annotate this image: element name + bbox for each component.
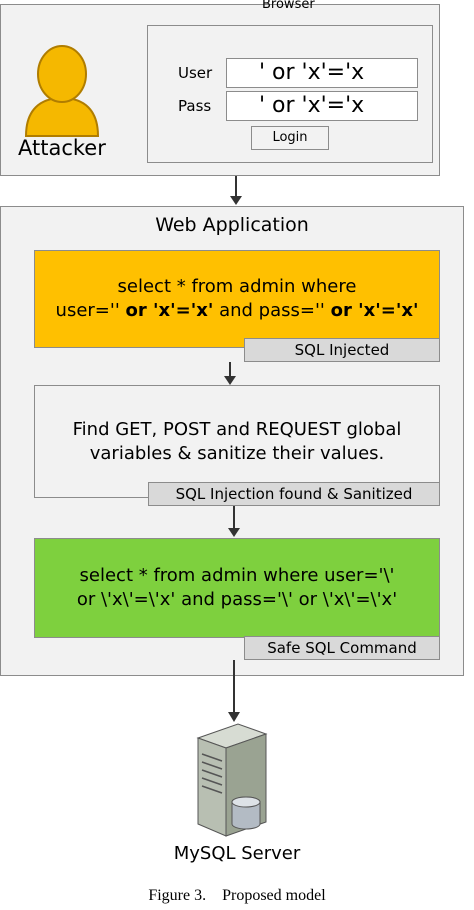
- sanitize-line2: variables & sanitize their values.: [89, 442, 385, 464]
- sanitize-box: Find GET, POST and REQUEST global variab…: [34, 385, 440, 498]
- user-field[interactable]: ' or 'x'='x: [226, 58, 418, 88]
- database-server-icon: [196, 723, 268, 837]
- sanitize-line1: Find GET, POST and REQUEST global: [72, 418, 402, 440]
- user-label: User: [178, 64, 213, 82]
- sql-injection-found-tag: SQL Injection found & Sanitized: [148, 482, 440, 506]
- browser-title: Browser: [262, 0, 315, 12]
- pass-field[interactable]: ' or 'x'='x: [226, 91, 418, 121]
- attacker-icon: [24, 45, 100, 137]
- safe-query-line1: select * from admin where user='\': [79, 565, 395, 586]
- attacker-label: Attacker: [18, 136, 106, 160]
- arrow-to-sanitize: [224, 362, 236, 385]
- safe-query-box: select * from admin where user='\' or \'…: [34, 538, 440, 638]
- arrow-to-server: [228, 660, 240, 722]
- injected-query-line2: user='' or 'x'='x' and pass='' or 'x'='x…: [55, 300, 419, 321]
- login-button[interactable]: Login: [251, 126, 329, 150]
- server-label: MySQL Server: [173, 843, 301, 864]
- injected-query-line1: select * from admin where: [117, 276, 357, 297]
- injected-query-box: select * from admin where user='' or 'x'…: [34, 250, 440, 348]
- sql-injected-tag: SQL Injected: [244, 338, 440, 362]
- web-application-title: Web Application: [155, 214, 309, 236]
- arrow-to-safe: [228, 506, 240, 537]
- safe-query-line2: or \'x\'=\'x' and pass='\' or \'x\'=\'x': [76, 589, 398, 610]
- safe-sql-command-tag: Safe SQL Command: [244, 636, 440, 660]
- figure-caption: Figure 3. Proposed model: [148, 887, 326, 904]
- pass-label: Pass: [178, 97, 212, 115]
- arrow-to-webapp: [230, 176, 242, 205]
